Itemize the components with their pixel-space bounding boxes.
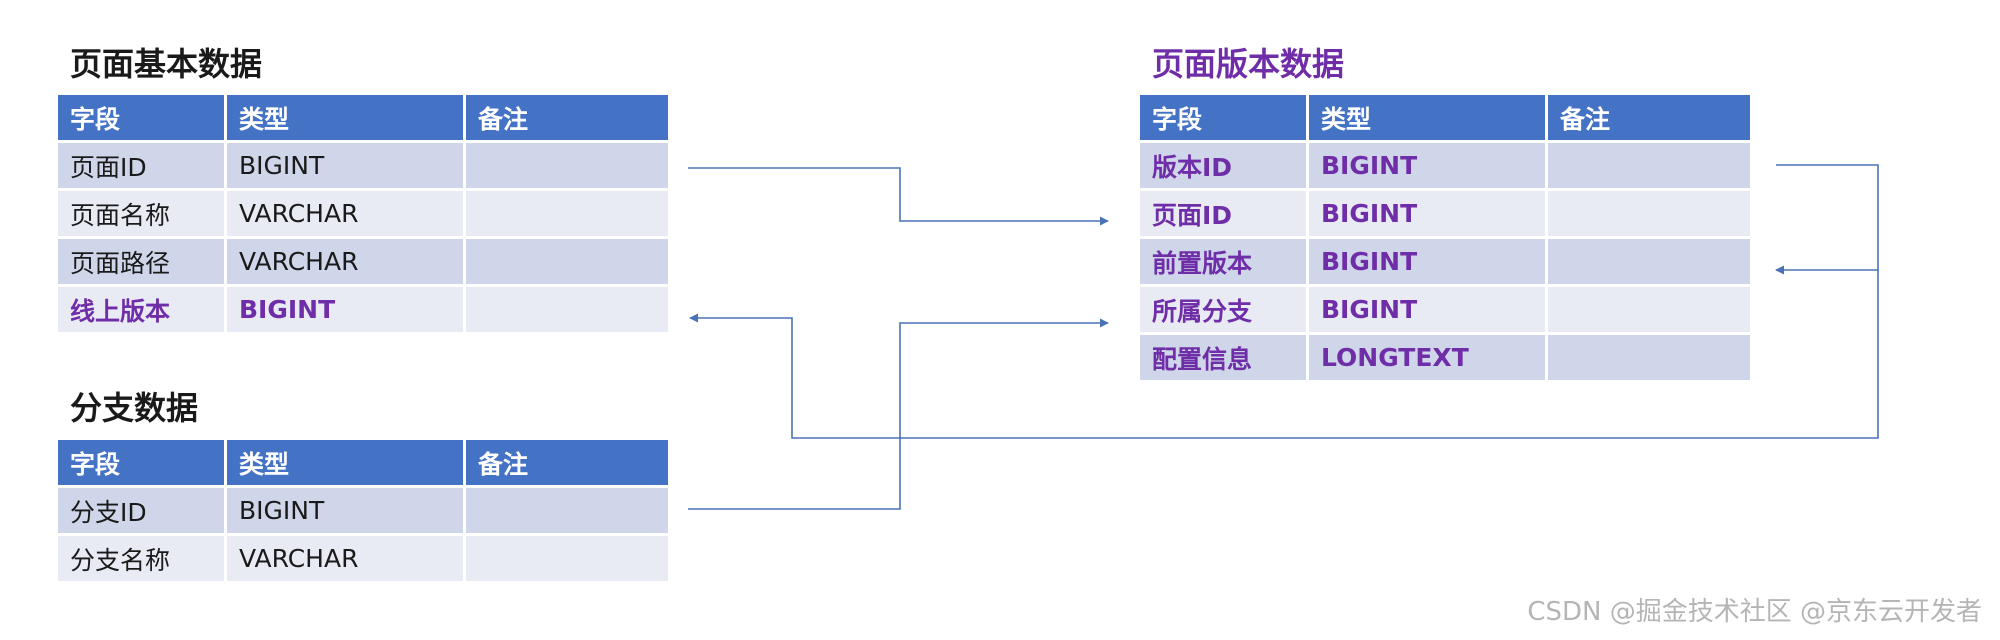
field-type-cell: BIGINT: [1309, 287, 1545, 332]
column-header: 备注: [466, 95, 668, 140]
field-type-cell: BIGINT: [227, 488, 463, 533]
field-name-cell: 分支ID: [58, 488, 224, 533]
column-header: 字段: [58, 95, 224, 140]
column-header: 类型: [1309, 95, 1545, 140]
page-basic-title: 页面基本数据: [70, 45, 263, 83]
column-header: 字段: [1140, 95, 1306, 140]
field-note-cell: [466, 488, 668, 533]
field-type-cell: VARCHAR: [227, 536, 463, 581]
header-row: 字段类型备注: [58, 95, 668, 140]
field-name-cell: 页面路径: [58, 239, 224, 284]
field-name-cell: 页面名称: [58, 191, 224, 236]
field-type-cell: BIGINT: [1309, 239, 1545, 284]
header-row: 字段类型备注: [58, 440, 668, 485]
page-version-title: 页面版本数据: [1152, 45, 1345, 83]
connector-page-id-to-version-page-id: [688, 167, 1109, 226]
field-type-cell: BIGINT: [1309, 191, 1545, 236]
field-note-cell: [1548, 239, 1750, 284]
column-header: 备注: [466, 440, 668, 485]
connector-version-id-to-online-version: [689, 270, 1879, 439]
field-note-cell: [1548, 287, 1750, 332]
field-type-cell: BIGINT: [1309, 143, 1545, 188]
field-note-cell: [466, 287, 668, 332]
field-name-cell: 页面ID: [58, 143, 224, 188]
field-note-cell: [1548, 143, 1750, 188]
connector-branch-id-to-version-branch: [688, 318, 1109, 510]
column-header: 备注: [1548, 95, 1750, 140]
field-note-cell: [466, 191, 668, 236]
field-name-cell: 页面ID: [1140, 191, 1306, 236]
field-name-cell: 分支名称: [58, 536, 224, 581]
field-type-cell: LONGTEXT: [1309, 335, 1545, 380]
column-header: 类型: [227, 95, 463, 140]
field-note-cell: [466, 143, 668, 188]
field-note-cell: [466, 536, 668, 581]
field-name-cell: 所属分支: [1140, 287, 1306, 332]
field-name-cell: 版本ID: [1140, 143, 1306, 188]
field-name-cell: 配置信息: [1140, 335, 1306, 380]
header-row: 字段类型备注: [1140, 95, 1750, 140]
column-header: 字段: [58, 440, 224, 485]
field-type-cell: VARCHAR: [227, 191, 463, 236]
field-name-cell: 线上版本: [58, 287, 224, 332]
watermark: CSDN @掘金技术社区 @京东云开发者: [1527, 597, 1982, 627]
branch-title: 分支数据: [70, 389, 199, 427]
column-header: 类型: [227, 440, 463, 485]
field-type-cell: BIGINT: [227, 287, 463, 332]
field-note-cell: [466, 239, 668, 284]
field-note-cell: [1548, 191, 1750, 236]
field-type-cell: BIGINT: [227, 143, 463, 188]
field-type-cell: VARCHAR: [227, 239, 463, 284]
field-name-cell: 前置版本: [1140, 239, 1306, 284]
field-note-cell: [1548, 335, 1750, 380]
connector-version-id-to-prev-version: [1775, 164, 1879, 275]
